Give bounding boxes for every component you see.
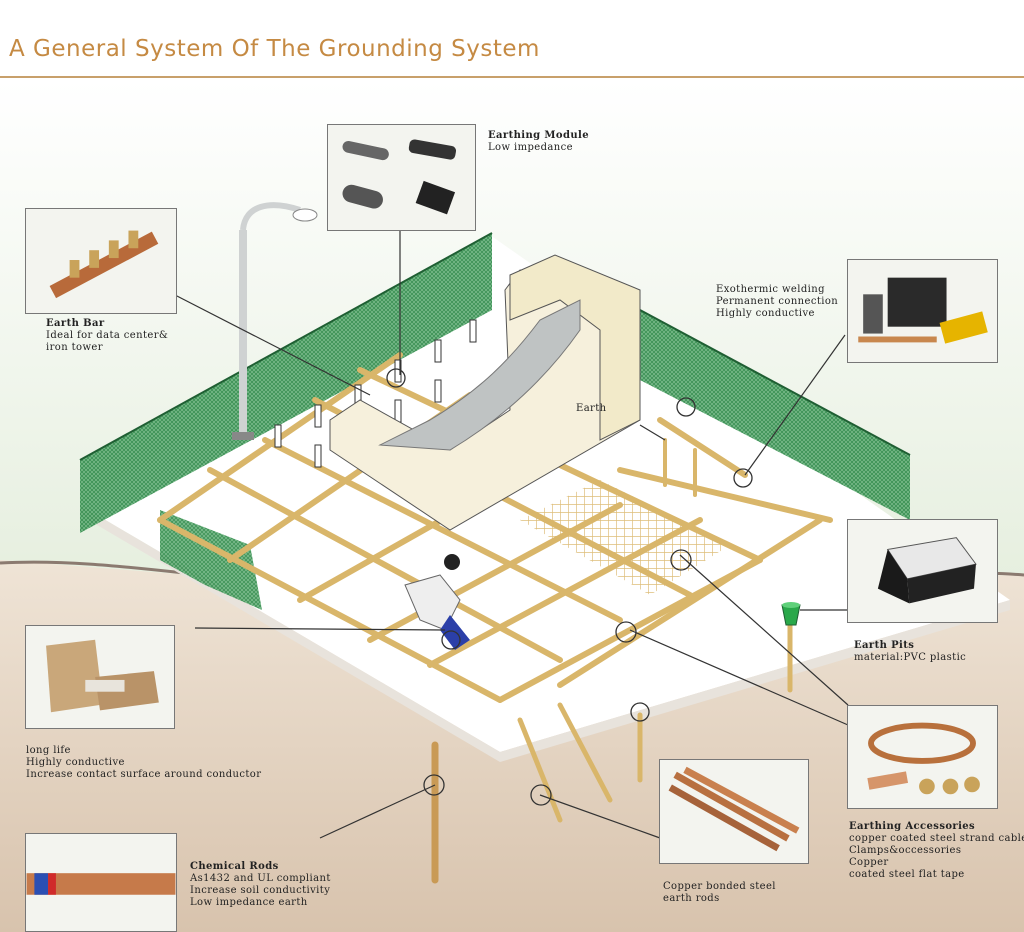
fence-right-rail xyxy=(639,309,911,456)
copper-rods-line-1: Copper bonded steel xyxy=(663,881,776,892)
earth-bar-photo xyxy=(25,208,177,314)
label-earth-bar: Earth Bar Ideal for data center& iron to… xyxy=(46,318,168,354)
building-ramp xyxy=(378,299,581,451)
label-accessories: Earthing Accessories copper coated steel… xyxy=(849,821,1024,881)
exothermic-line-1: Exothermic welding xyxy=(716,284,825,295)
accessories-title: Earthing Accessories xyxy=(849,821,976,832)
fence-left-rail xyxy=(79,232,493,461)
label-chemical-rods: Chemical Rods As1432 and UL compliant In… xyxy=(190,861,331,909)
enhancement-line-1: long life xyxy=(26,745,71,756)
label-enhancement: long life Highly conductive Increase con… xyxy=(26,745,261,781)
label-earthing-module: Earthing Module Low impedance xyxy=(488,130,589,154)
copper-rods-line-2: earth rods xyxy=(663,893,720,904)
exothermic-line-3: Highly conductive xyxy=(716,308,815,319)
earth-bar-line-1: Ideal for data center& xyxy=(46,330,169,341)
page-title: A General System Of The Grounding System xyxy=(9,36,540,62)
earthing-module-title: Earthing Module xyxy=(488,130,589,141)
label-copper-rods: Copper bonded steel earth rods xyxy=(663,881,776,905)
label-earth-pits: Earth Pits material:PVC plastic xyxy=(854,640,966,664)
enhancement-line-2: Highly conductive xyxy=(26,757,125,768)
accessories-line-1: copper coated steel strand cable xyxy=(849,833,1024,844)
earthing-module-line-1: Low impedance xyxy=(488,142,573,153)
grating-mesh xyxy=(520,480,730,595)
earth-pits-title: Earth Pits xyxy=(854,640,915,651)
earth-bar-line-2: iron tower xyxy=(46,342,103,353)
chemical-rods-title: Chemical Rods xyxy=(190,861,279,872)
accessories-line-2: Clamps&occessories xyxy=(849,845,962,856)
earth-pits-photo xyxy=(847,519,998,623)
title-rule xyxy=(0,76,1024,78)
exothermic-welding-photo xyxy=(847,259,998,363)
enhancement-material-photo xyxy=(25,625,175,729)
chemical-rods-line-2: Increase soil conductivity xyxy=(190,885,331,896)
exothermic-line-2: Permanent connection xyxy=(716,296,839,307)
label-exothermic: Exothermic welding Permanent connection … xyxy=(716,284,838,320)
chemical-rods-line-3: Low impedance earth xyxy=(190,897,308,908)
chemical-rods-photo xyxy=(25,833,177,932)
earth-bar-title: Earth Bar xyxy=(46,318,105,329)
earthing-module-photo xyxy=(327,124,476,231)
fence-left xyxy=(80,233,492,533)
earth-pits-line-1: material:PVC plastic xyxy=(854,652,967,663)
accessories-line-4: coated steel flat tape xyxy=(849,869,965,880)
chemical-rods-line-1: As1432 and UL compliant xyxy=(190,873,331,884)
fence-right xyxy=(640,310,910,520)
leader-lines xyxy=(174,230,849,839)
callout-rings xyxy=(386,368,753,806)
earthing-accessories-photo xyxy=(847,705,998,809)
pedestals xyxy=(274,319,477,468)
copper-rods-photo xyxy=(659,759,809,864)
enhancement-line-3: Increase contact surface around conducto… xyxy=(26,769,262,780)
street-lamp xyxy=(232,202,318,440)
building-tower xyxy=(509,254,641,441)
label-earth-tag: Earth xyxy=(576,403,607,414)
accessories-line-3: Copper xyxy=(849,857,889,868)
earth-pit-marker xyxy=(781,602,801,626)
